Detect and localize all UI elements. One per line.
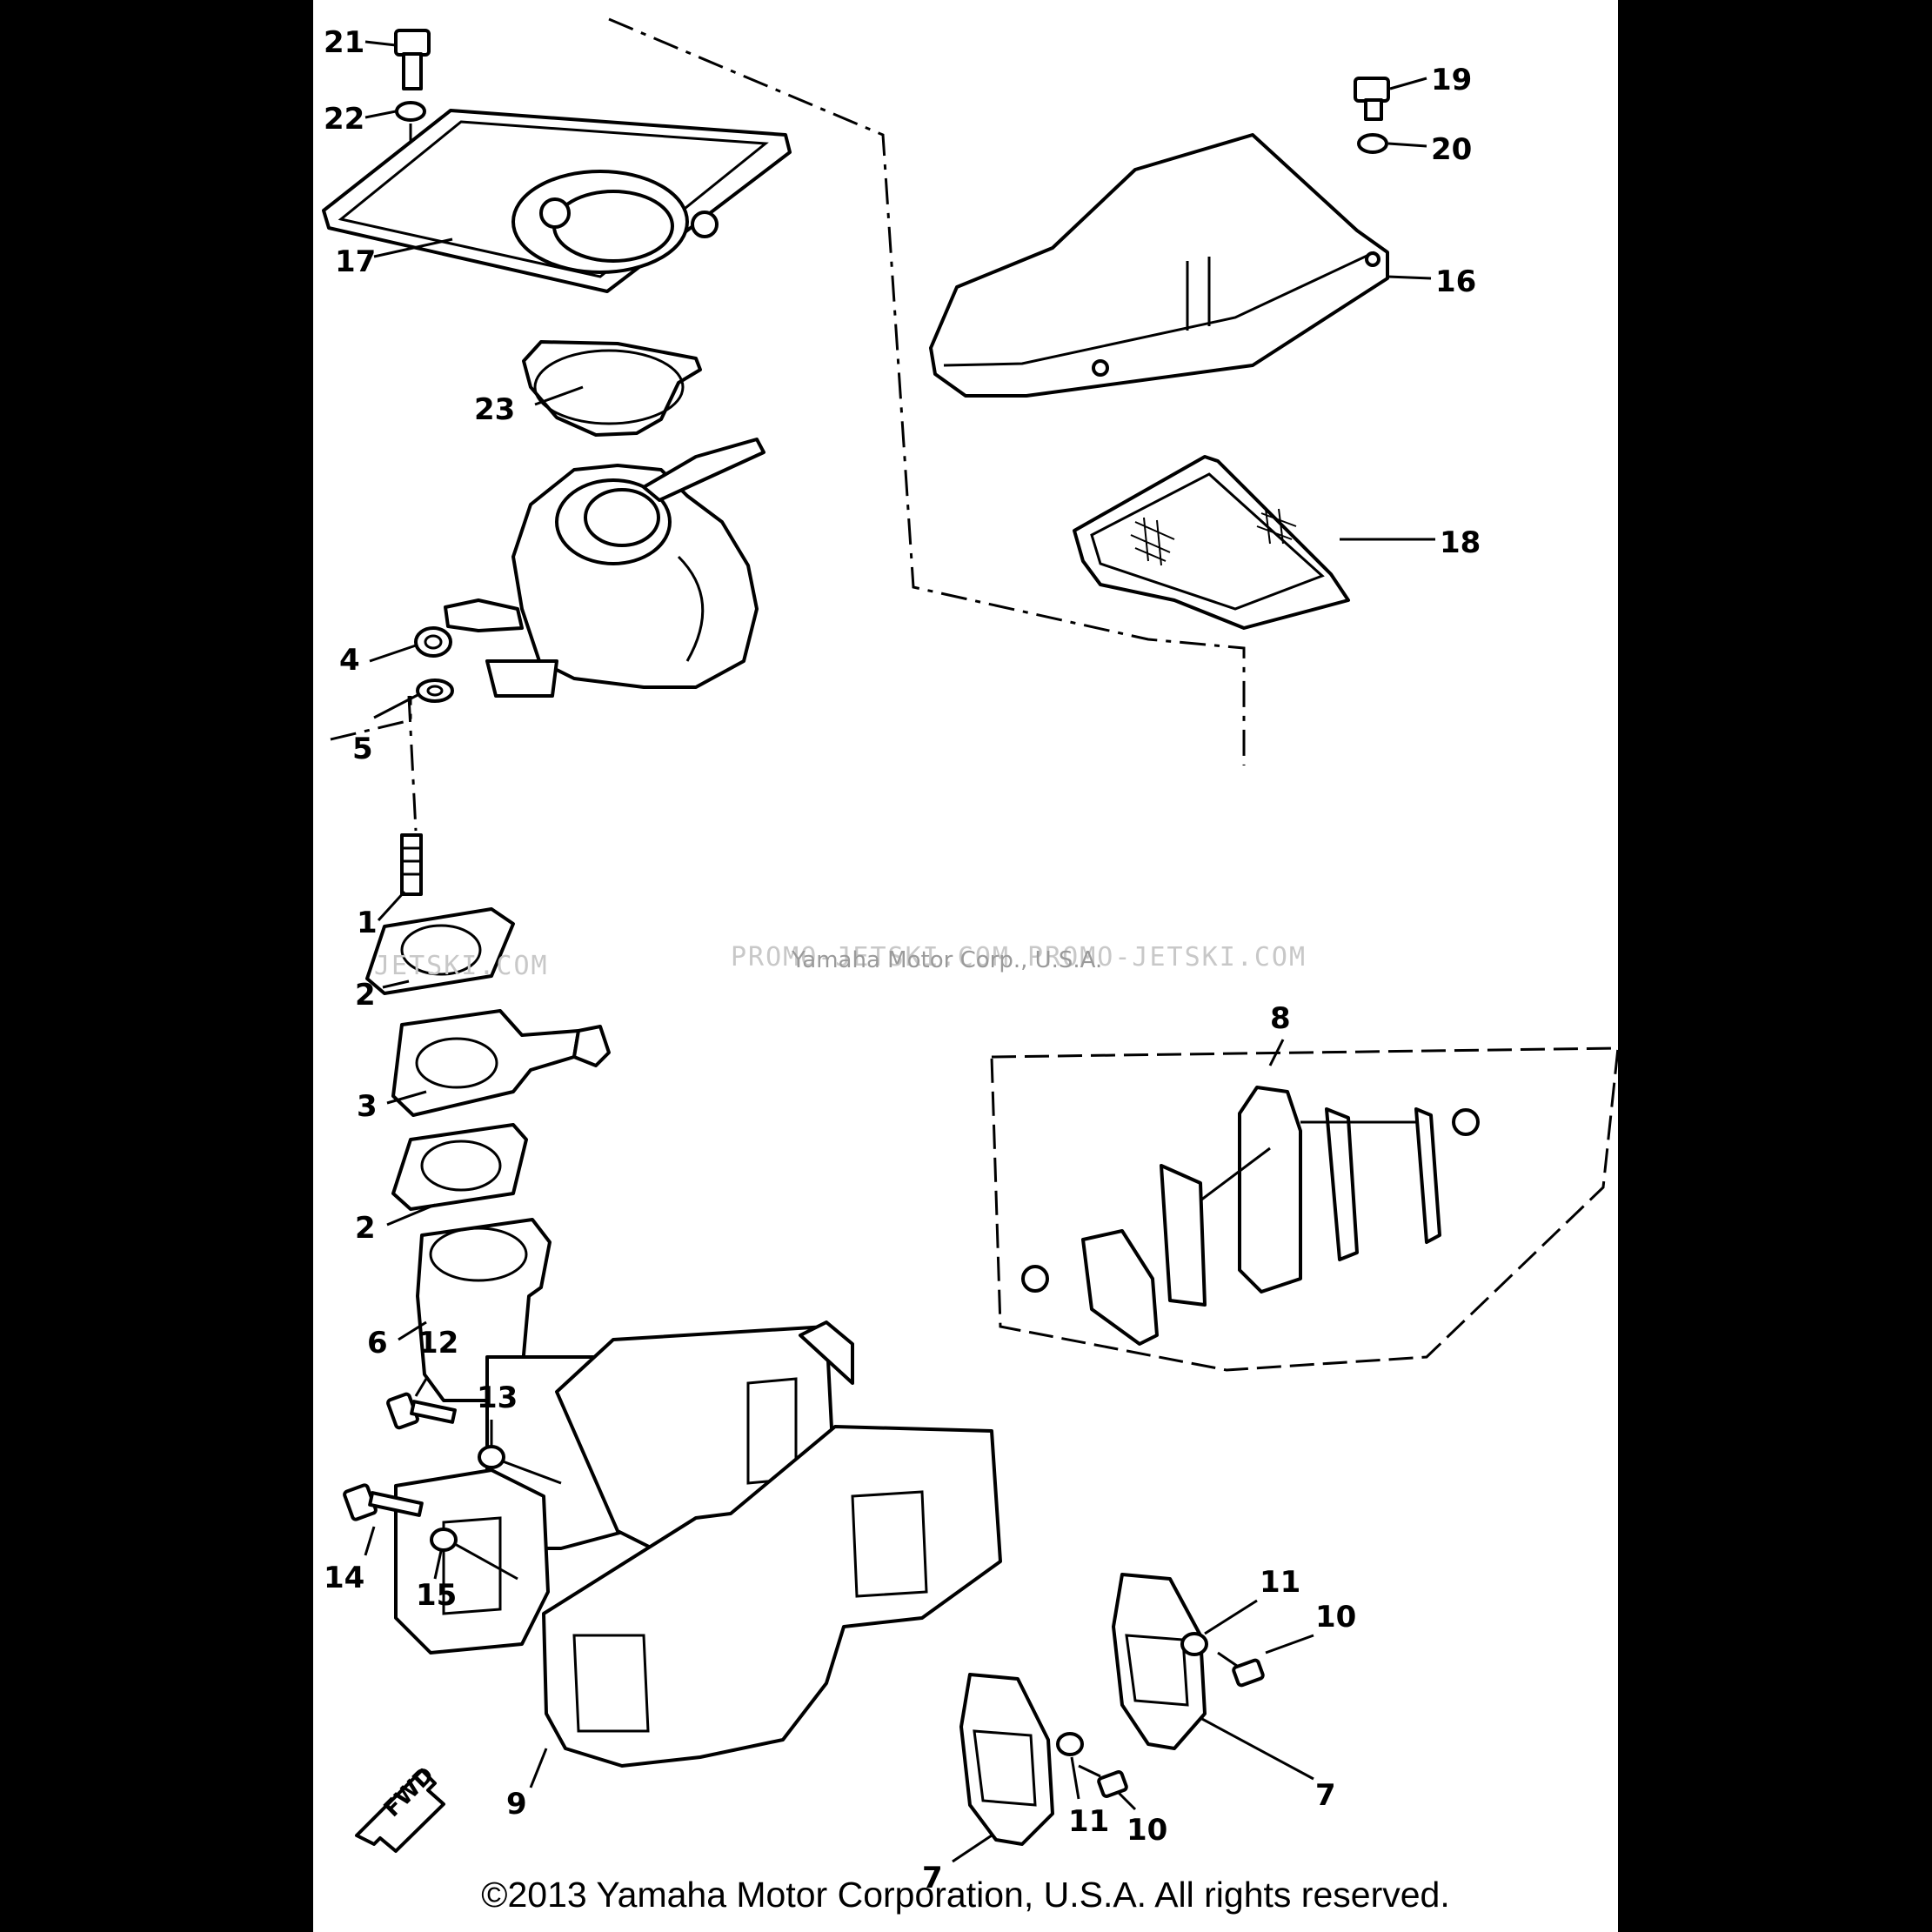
- watermark-center: Yamaha Motor Corp., U.S.A.: [791, 947, 1102, 973]
- copyright-notice: ©2013 Yamaha Motor Corporation, U.S.A. A…: [481, 1875, 1450, 1915]
- watermark-left: JETSKI.COM: [374, 951, 549, 981]
- callout-14: 14: [324, 1561, 364, 1595]
- callout-2-upper: 2: [355, 978, 376, 1013]
- part-16-air-filter-cover: [929, 133, 1389, 398]
- callout-20: 20: [1431, 132, 1472, 167]
- callout-numbers: 21 22 17 23 19 20 16 18 4 5 1 2 3 2 6 8 …: [324, 25, 1481, 1895]
- part-22-washer: [395, 101, 426, 122]
- part-7-reed-valve-lower: [959, 1673, 1054, 1846]
- callout-3: 3: [357, 1089, 378, 1124]
- center-axis-line: [407, 695, 418, 832]
- assembly-guide-line-main: [608, 17, 1246, 765]
- callout-7-upper: 7: [1315, 1778, 1336, 1813]
- callout-19: 19: [1431, 63, 1472, 97]
- part-7-reed-valve-upper: [1112, 1573, 1207, 1750]
- part-10-screw-lower: [1078, 1764, 1128, 1798]
- callout-16: 16: [1435, 264, 1476, 299]
- part-18-air-filter: [1073, 455, 1350, 630]
- fwd-direction-arrow: FWD: [355, 1762, 445, 1853]
- part-20-washer: [1357, 133, 1388, 154]
- part-8-reed-valve-assembly: [990, 1046, 1618, 1372]
- part-1-stud: [400, 833, 423, 896]
- part-5-washer: [416, 679, 454, 703]
- watermark-right: PROMO-JETSKI.COM PROMO-JETSKI.COM: [731, 942, 1307, 973]
- part-21-bolt: [394, 29, 431, 90]
- exploded-parts-diagram: FWD 21 22 17 23 19 20: [322, 17, 1618, 1895]
- callout-5: 5: [352, 732, 373, 766]
- callout-13: 13: [477, 1380, 518, 1415]
- part-12-bolt: [386, 1392, 457, 1430]
- callout-15: 15: [416, 1578, 457, 1613]
- callout-22: 22: [324, 102, 364, 137]
- part-23-gasket: [522, 340, 702, 437]
- part-4-nut: [414, 626, 452, 658]
- intake-spacer-plate-left: [394, 1468, 550, 1655]
- callout-12: 12: [418, 1326, 458, 1360]
- carburetor-body: [444, 438, 765, 698]
- callout-9: 9: [506, 1787, 527, 1822]
- callout-7-lower: 7: [922, 1861, 943, 1895]
- callout-17: 17: [335, 244, 376, 279]
- part-19-bolt: [1354, 77, 1390, 121]
- part-14-bolt: [343, 1483, 424, 1521]
- callout-10-lower: 10: [1126, 1813, 1167, 1848]
- callout-2-lower: 2: [355, 1211, 376, 1246]
- watermark: JETSKI.COM PROMO-JETSKI.COM PROMO-JETSKI…: [374, 942, 1307, 981]
- callout-11-upper: 11: [1260, 1565, 1300, 1600]
- callout-8: 8: [1270, 1001, 1291, 1036]
- callout-6: 6: [367, 1326, 388, 1360]
- callout-21: 21: [324, 25, 364, 60]
- assembly-guide-line-left: [330, 696, 412, 741]
- part-2-gasket-lower: [391, 1123, 528, 1211]
- callout-4: 4: [339, 643, 360, 678]
- part-10-screw-upper: [1217, 1651, 1265, 1688]
- callout-11-lower: 11: [1068, 1804, 1109, 1839]
- callout-18: 18: [1440, 525, 1481, 560]
- callout-leaders: [364, 40, 1435, 1863]
- part-13-washer: [478, 1445, 505, 1469]
- part-2-gasket-upper: [365, 907, 515, 995]
- part-15-washer: [430, 1528, 458, 1552]
- part-17-cover-plate: [322, 109, 792, 293]
- callout-1: 1: [357, 906, 378, 940]
- part-3-insulator-plate: [391, 1009, 611, 1117]
- callout-10-upper: 10: [1315, 1600, 1356, 1635]
- callout-23: 23: [474, 392, 515, 427]
- part-11-washer-lower: [1056, 1732, 1084, 1756]
- diagram-sheet: FWD 21 22 17 23 19 20: [313, 0, 1618, 1932]
- part-9-gasket: [542, 1425, 1002, 1768]
- part-11-washer-upper: [1180, 1632, 1208, 1656]
